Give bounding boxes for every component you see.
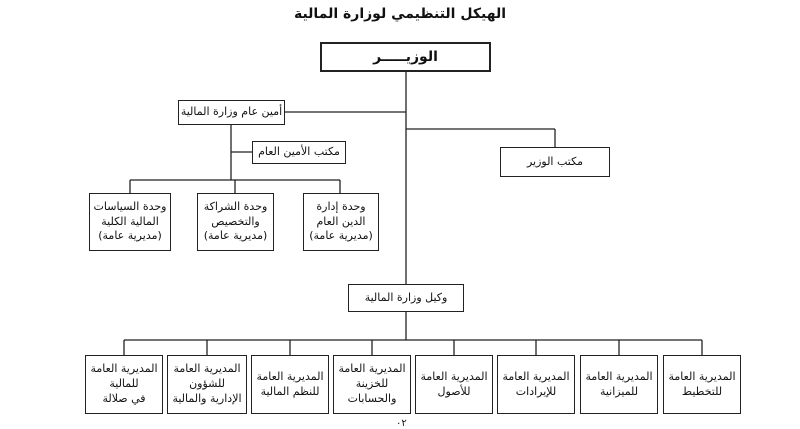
directorate-line: للشؤون — [189, 377, 225, 391]
directorate-line: للخزينة — [355, 377, 389, 391]
directorate-line: المديرية العامة — [668, 369, 736, 383]
unit-public-debt: وحدة إدارة الدين العام (مديرية عامة) — [303, 193, 379, 251]
directorate-revenues: المديرية العامة للإيرادات — [497, 355, 575, 414]
directorate-line: المديرية العامة — [90, 362, 158, 376]
page-number: ٠٢ — [396, 418, 407, 429]
unit-line: (مديرية عامة) — [309, 229, 373, 243]
minister-office-box: مكتب الوزير — [500, 147, 610, 177]
unit-line: المالية الكلية — [101, 214, 159, 228]
unit-line: وحدة السياسات — [93, 199, 167, 213]
unit-partnership-privatization: وحدة الشراكة والتخصيص (مديرية عامة) — [197, 193, 274, 251]
directorate-line: المديرية العامة — [338, 362, 406, 376]
directorate-line: للمالية — [109, 377, 139, 391]
sg-office-box: مكتب الأمين العام — [252, 141, 346, 164]
minister-box: الوزيـــــر — [320, 42, 491, 72]
directorate-line: للنظم المالية — [260, 384, 320, 398]
unit-line: وحدة إدارة — [316, 199, 366, 213]
unit-macro-fiscal-policy: وحدة السياسات المالية الكلية (مديرية عام… — [89, 193, 171, 251]
directorate-salalah-finance: المديرية العامة للمالية في صلالة — [85, 355, 163, 414]
directorate-line: في صلالة — [102, 391, 146, 405]
unit-line: (مديرية عامة) — [98, 229, 162, 243]
directorate-admin-finance: المديرية العامة للشؤون الإدارية والمالية — [167, 355, 247, 414]
unit-line: الدين العام — [316, 214, 366, 228]
unit-line: والتخصيص — [211, 214, 260, 228]
directorate-budget: المديرية العامة للميزانية — [580, 355, 658, 414]
directorate-treasury-accounts: المديرية العامة للخزينة والحسابات — [333, 355, 411, 414]
directorate-line: للأصول — [437, 384, 471, 398]
directorate-line: للإيرادات — [515, 384, 557, 398]
directorate-line: والحسابات — [347, 391, 397, 405]
directorate-financial-systems: المديرية العامة للنظم المالية — [251, 355, 329, 414]
directorate-line: المديرية العامة — [173, 362, 241, 376]
undersecretary-box: وكيل وزارة المالية — [348, 284, 464, 312]
directorate-line: المديرية العامة — [585, 369, 653, 383]
unit-line: وحدة الشراكة — [203, 199, 268, 213]
directorate-assets: المديرية العامة للأصول — [415, 355, 493, 414]
directorate-line: للميزانية — [599, 384, 639, 398]
directorate-line: الإدارية والمالية — [172, 391, 242, 405]
directorate-line: المديرية العامة — [420, 369, 488, 383]
chart-title: الهيكل التنظيمي لوزارة المالية — [293, 6, 507, 22]
directorate-planning: المديرية العامة للتخطيط — [663, 355, 741, 414]
directorate-line: للتخطيط — [681, 384, 723, 398]
secretary-general-box: أمين عام وزارة المالية — [178, 100, 285, 125]
directorate-line: المديرية العامة — [502, 369, 570, 383]
unit-line: (مديرية عامة) — [203, 229, 268, 243]
directorate-line: المديرية العامة — [256, 369, 324, 383]
